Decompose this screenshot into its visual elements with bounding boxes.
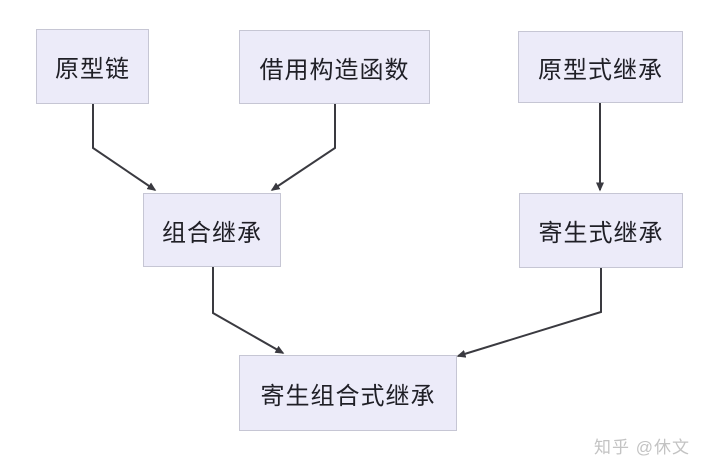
watermark: 知乎 @休文 [594, 438, 690, 457]
node-prototype-chain: 原型链 [36, 29, 149, 104]
node-parasitic-inheritance: 寄生式继承 [519, 193, 683, 268]
node-prototypal-inheritance: 原型式继承 [518, 31, 683, 103]
edge-parasitic-inheritance-to-parasitic-combination-inheritance [456, 268, 602, 358]
node-combination-inheritance: 组合继承 [143, 193, 281, 267]
node-borrowing-constructor: 借用构造函数 [239, 30, 430, 104]
node-parasitic-combination-inheritance: 寄生组合式继承 [239, 355, 457, 431]
edge-combination-inheritance-to-parasitic-combination-inheritance [212, 267, 285, 354]
edge-borrowing-constructor-to-combination-inheritance [270, 104, 336, 191]
edge-prototype-chain-to-combination-inheritance [92, 104, 157, 191]
